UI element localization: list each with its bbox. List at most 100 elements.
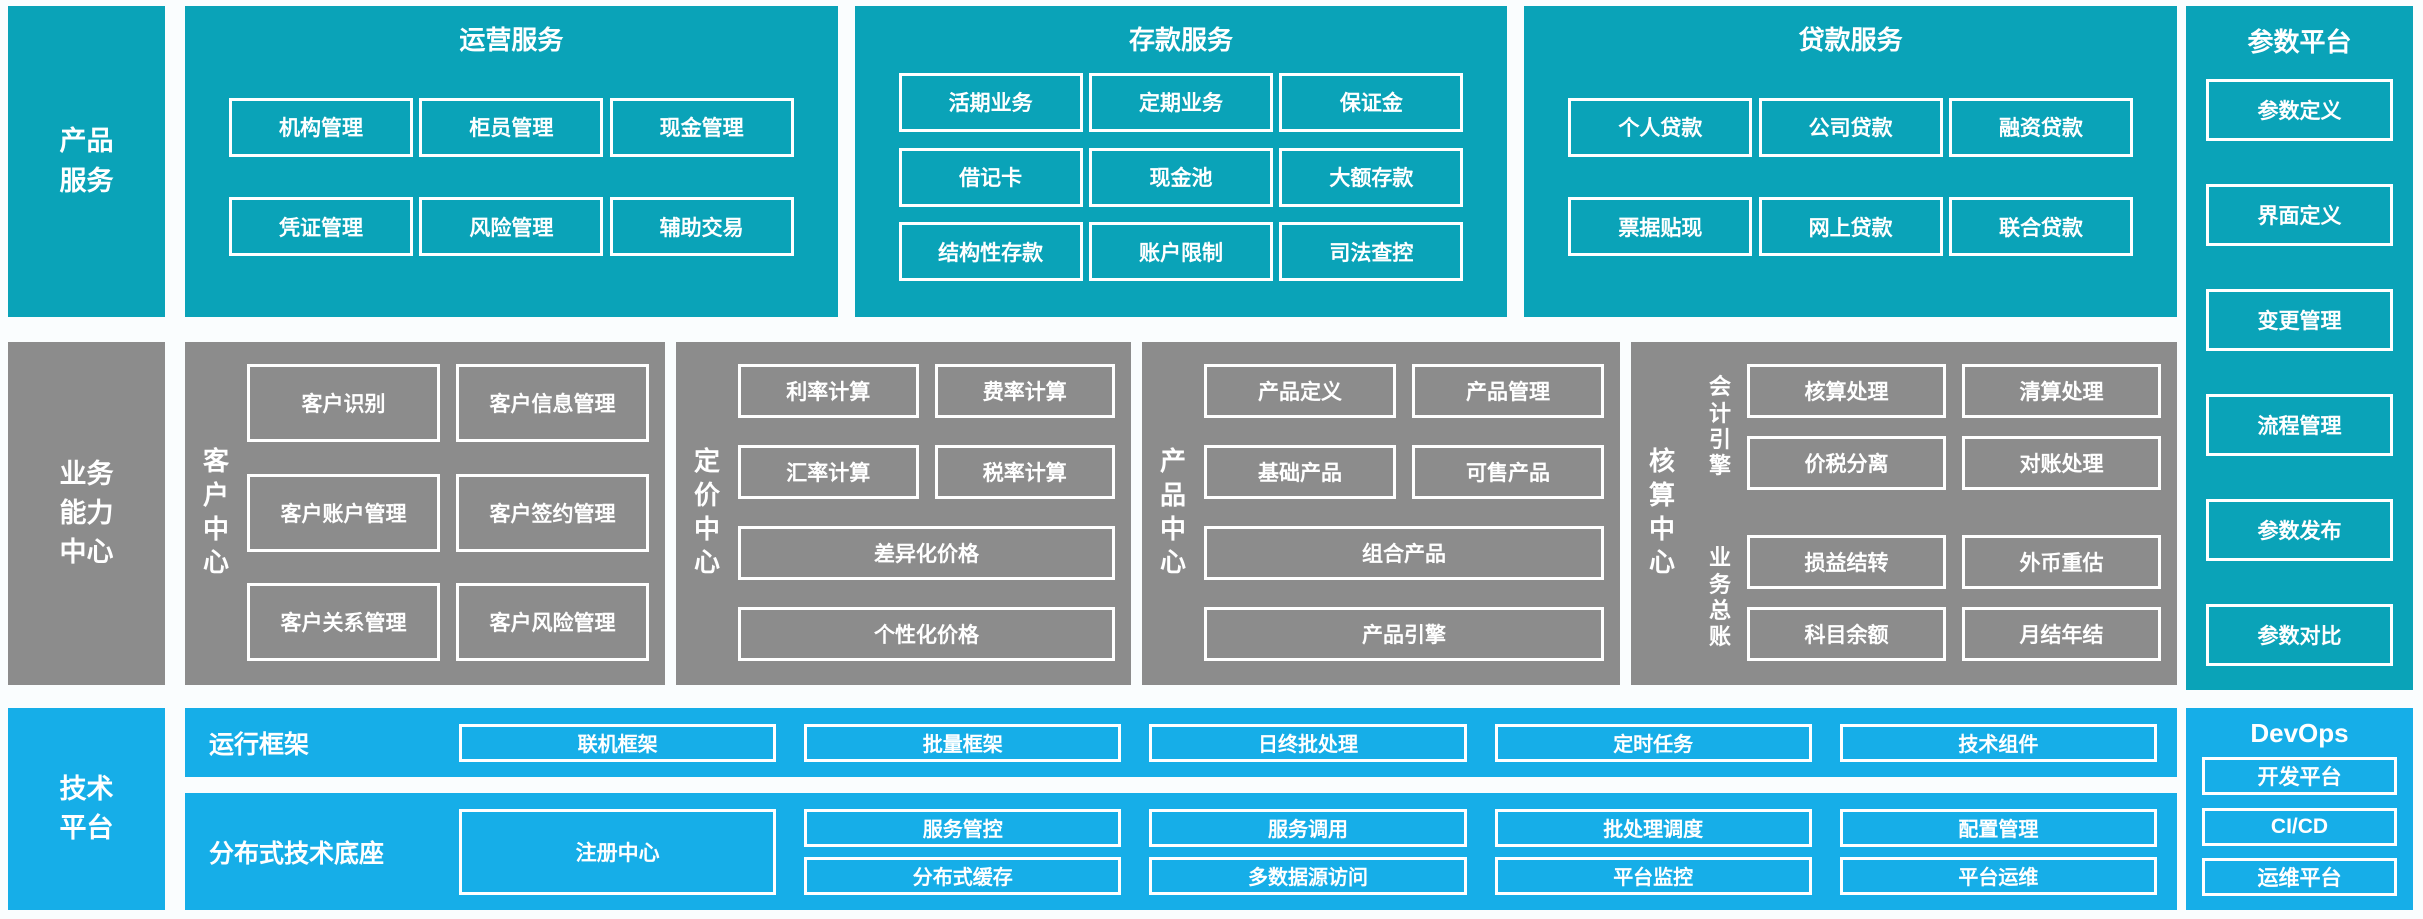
diagram-node: 平台运维 <box>1839 856 2157 895</box>
diagram-node: CI/CD <box>2202 807 2397 846</box>
diagram-node: 辅助交易 <box>609 197 794 257</box>
diagram-node: 服务调用 <box>1149 808 1467 847</box>
diagram-node: 清算处理 <box>1962 364 2161 418</box>
runtime-framework-label: 运行框架 <box>209 730 310 759</box>
diagram-node: 批量框架 <box>804 723 1122 762</box>
diagram-node: 联合贷款 <box>1949 197 2133 257</box>
section-title: 贷款服务 <box>1798 25 1903 55</box>
panel-customer-center: 客 户 中 心客户识别客户信息管理客户账户管理客户签约管理客户关系管理客户风险管… <box>185 342 665 685</box>
diagram-node: 运维平台 <box>2202 858 2397 896</box>
diagram-node: 保证金 <box>1279 72 1464 132</box>
diagram-node: 可售产品 <box>1412 445 1604 499</box>
panel-items: 产品定义产品管理基础产品可售产品组合产品产品引擎 <box>1204 364 1604 661</box>
section-items: 机构管理柜员管理现金管理凭证管理风险管理辅助交易 <box>229 57 794 297</box>
diagram-node: 批处理调度 <box>1494 808 1812 847</box>
diagram-node: 汇率计算 <box>738 445 919 499</box>
right-rail: 参数平台 参数定义界面定义变更管理流程管理参数发布参数对比 DevOps 开发平… <box>2186 6 2413 910</box>
diagram-node: 个性化价格 <box>738 607 1115 661</box>
panel-items: 利率计算费率计算汇率计算税率计算差异化价格个性化价格 <box>738 364 1115 661</box>
accounting-group: 会 计 引 擎核算处理清算处理价税分离对账处理 <box>1693 364 2161 490</box>
rail-product-services: 产品 服务 <box>8 6 165 317</box>
diagram-node: 客户关系管理 <box>247 583 440 661</box>
section-loan-services: 贷款服务个人贷款公司贷款融资贷款票据贴现网上贷款联合贷款 <box>1524 6 2178 317</box>
diagram-node: 参数定义 <box>2206 79 2393 141</box>
parameter-platform-title: 参数平台 <box>2247 27 2352 57</box>
devops-title: DevOps <box>2250 718 2349 748</box>
accounting-groups: 会 计 引 擎核算处理清算处理价税分离对账处理业 务 总 账损益结转外币重估科目… <box>1693 364 2161 661</box>
diagram-node: 差异化价格 <box>738 526 1115 580</box>
runtime-framework-row: 运行框架 联机框架批量框架日终批处理定时任务技术组件 <box>185 708 2177 777</box>
diagram-node: 服务管控 <box>804 808 1122 847</box>
diagram-node: 活期业务 <box>898 72 1083 132</box>
diagram-node: 柜员管理 <box>419 97 604 157</box>
diagram-node: 结构性存款 <box>898 222 1083 282</box>
capability-row: 客 户 中 心客户识别客户信息管理客户账户管理客户签约管理客户关系管理客户风险管… <box>185 342 2177 685</box>
diagram-node: 个人贷款 <box>1568 97 1753 157</box>
diagram-node: 机构管理 <box>229 97 413 157</box>
diagram-node: 月结年结 <box>1962 607 2161 661</box>
diagram-node: 凭证管理 <box>229 197 413 257</box>
distributed-items: 注册中心服务管控服务调用批处理调度配置管理分布式缓存多数据源访问平台监控平台运维 <box>459 808 2157 895</box>
group-label: 业 务 总 账 <box>1708 545 1731 650</box>
diagram-node: 风险管理 <box>419 197 604 257</box>
diagram-node: 司法查控 <box>1279 222 1464 282</box>
diagram-node: 对账处理 <box>1962 436 2161 490</box>
panel-label: 核 算 中 心 <box>1648 445 1675 578</box>
rail-business-capability-center: 业务 能力 中心 <box>8 342 165 685</box>
rail-tech-platform: 技术 平台 <box>8 708 165 910</box>
group-label: 会 计 引 擎 <box>1708 374 1731 479</box>
diagram-node: 借记卡 <box>898 147 1083 207</box>
diagram-node: 科目余额 <box>1747 607 1946 661</box>
top-sections-row: 运营服务机构管理柜员管理现金管理凭证管理风险管理辅助交易存款服务活期业务定期业务… <box>185 6 2178 317</box>
diagram-node: 融资贷款 <box>1949 97 2133 157</box>
panel-label: 定 价 中 心 <box>693 445 720 578</box>
group-items: 损益结转外币重估科目余额月结年结 <box>1747 535 2161 661</box>
diagram-node: 多数据源访问 <box>1149 856 1467 895</box>
diagram-node: 产品引擎 <box>1204 607 1604 661</box>
group-items: 核算处理清算处理价税分离对账处理 <box>1747 364 2161 490</box>
diagram-node: 客户识别 <box>247 364 440 442</box>
diagram-node: 参数发布 <box>2206 499 2393 561</box>
diagram-node: 定时任务 <box>1494 723 1812 762</box>
diagram-node: 大额存款 <box>1279 147 1464 207</box>
accounting-group: 业 务 总 账损益结转外币重估科目余额月结年结 <box>1693 535 2161 661</box>
diagram-node: 损益结转 <box>1747 535 1946 589</box>
left-label-rail: 产品 服务 业务 能力 中心 技术 平台 <box>8 6 165 910</box>
section-items: 活期业务定期业务保证金借记卡现金池大额存款结构性存款账户限制司法查控 <box>898 57 1464 297</box>
diagram-node: 税率计算 <box>934 445 1115 499</box>
diagram-node: 配置管理 <box>1839 808 2157 847</box>
section-items: 个人贷款公司贷款融资贷款票据贴现网上贷款联合贷款 <box>1568 57 2133 297</box>
diagram-node: 网上贷款 <box>1758 197 1943 257</box>
diagram-node: 现金池 <box>1089 147 1273 207</box>
diagram-node: 客户信息管理 <box>456 364 649 442</box>
parameter-platform-panel: 参数平台 参数定义界面定义变更管理流程管理参数发布参数对比 <box>2186 6 2413 690</box>
diagram-node: 费率计算 <box>934 364 1115 418</box>
diagram-node: 基础产品 <box>1204 445 1396 499</box>
diagram-node: 技术组件 <box>1839 723 2157 762</box>
diagram-node: 票据贴现 <box>1568 197 1753 257</box>
diagram-node: 联机框架 <box>459 723 777 762</box>
diagram-node: 流程管理 <box>2206 394 2393 456</box>
diagram-node: 客户签约管理 <box>456 473 649 552</box>
diagram-node: 公司贷款 <box>1758 97 1943 157</box>
diagram-node: 产品定义 <box>1204 364 1396 418</box>
diagram-node: 外币重估 <box>1962 535 2161 589</box>
param-items: 参数定义界面定义变更管理流程管理参数发布参数对比 <box>2206 79 2393 666</box>
diagram-node: 客户账户管理 <box>247 473 440 552</box>
section-title: 运营服务 <box>459 25 564 55</box>
diagram-node: 变更管理 <box>2206 289 2393 351</box>
diagram-node: 日终批处理 <box>1149 723 1467 762</box>
diagram-node: 核算处理 <box>1747 364 1946 418</box>
diagram-node: 界面定义 <box>2206 184 2393 246</box>
panel-accounting-center: 核 算 中 心会 计 引 擎核算处理清算处理价税分离对账处理业 务 总 账损益结… <box>1631 342 2177 685</box>
diagram-node: 账户限制 <box>1089 222 1273 282</box>
panel-pricing-center: 定 价 中 心利率计算费率计算汇率计算税率计算差异化价格个性化价格 <box>676 342 1131 685</box>
panel-label: 客 户 中 心 <box>202 445 229 578</box>
distributed-base-label: 分布式技术底座 <box>209 839 385 868</box>
diagram-node: 价税分离 <box>1747 436 1946 490</box>
diagram-node: 平台监控 <box>1494 856 1812 895</box>
section-title: 存款服务 <box>1129 25 1234 55</box>
diagram-node: 分布式缓存 <box>804 856 1122 895</box>
